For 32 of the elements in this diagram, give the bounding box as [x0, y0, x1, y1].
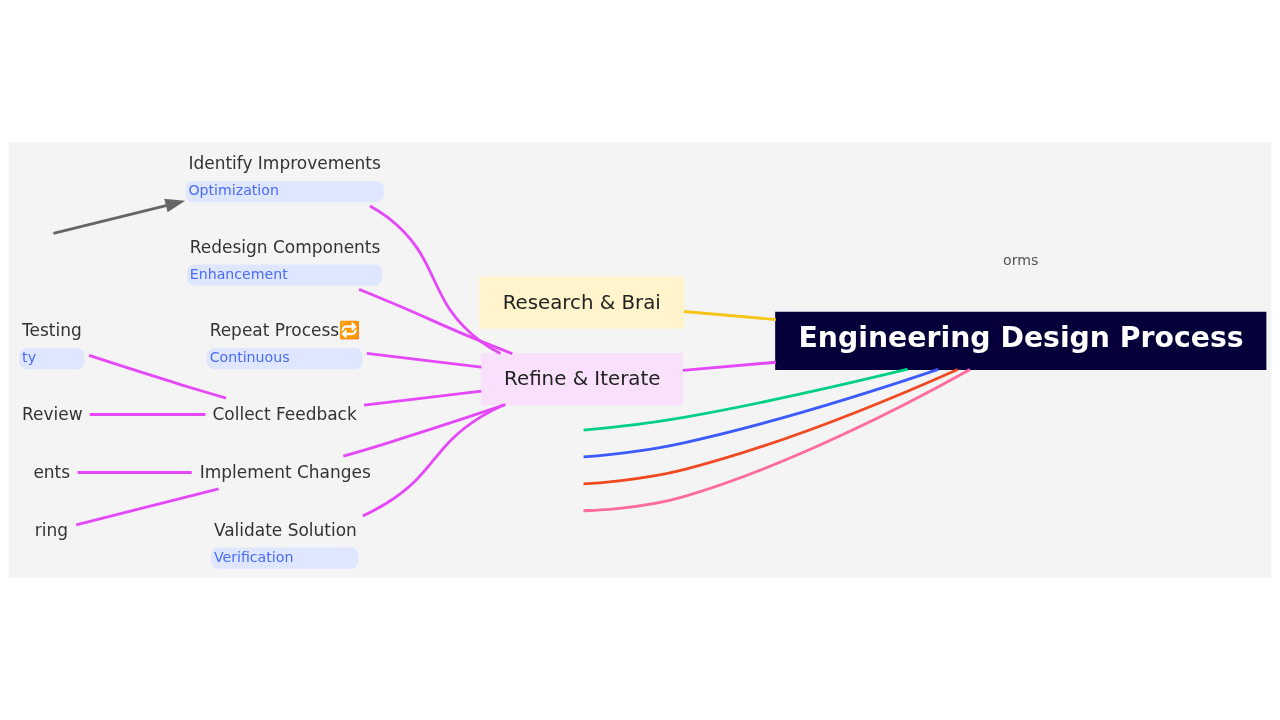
node-label: Identify Improvements [188, 153, 381, 174]
node-text: Review [22, 403, 83, 424]
connector [682, 360, 776, 372]
node-box: Engineering Design Process [775, 311, 1267, 370]
node-box: Optimization [185, 180, 384, 203]
node-text: ring [34, 519, 69, 540]
node-text: Collect Feedback [212, 403, 357, 424]
connector [89, 413, 206, 416]
node-box: Research & Brai [479, 276, 685, 329]
node-label: Validate Solution [213, 519, 357, 540]
connector [583, 368, 939, 459]
connector [583, 368, 971, 513]
arrow [53, 198, 186, 235]
connector [583, 368, 959, 486]
connector [75, 487, 219, 527]
connector [362, 403, 505, 518]
node-label: Testing [22, 320, 82, 341]
connector [342, 403, 506, 458]
node-box: Refine & Iterate [480, 352, 684, 406]
node-label: Redesign Components [189, 236, 381, 257]
connector [683, 310, 776, 321]
connector [583, 367, 909, 432]
label: orms [1003, 252, 1039, 269]
connector [366, 352, 482, 369]
node-text: Implement Changes [199, 461, 371, 482]
connector [369, 204, 502, 355]
node-text: ents [33, 461, 71, 482]
connector [88, 354, 227, 400]
connector [363, 389, 482, 407]
node-label: Repeat Process🔁 [209, 320, 361, 341]
connector [77, 471, 192, 474]
connector [358, 288, 513, 355]
